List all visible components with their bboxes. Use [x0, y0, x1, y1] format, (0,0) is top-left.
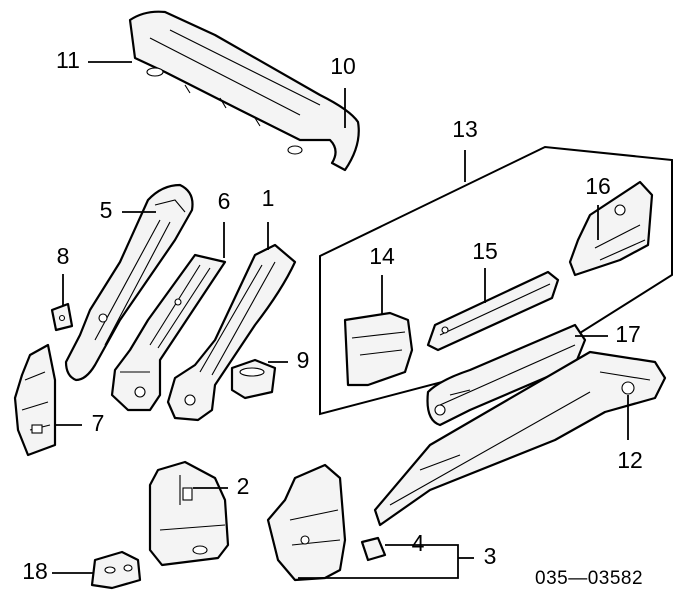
sill-reinforcement-part — [343, 311, 414, 387]
center-pillar-inner-part — [110, 253, 227, 412]
center-pillar-outer-part — [166, 243, 297, 422]
callout-10: 10 — [330, 53, 356, 79]
front-pillar-part — [64, 183, 194, 382]
gusset-part — [230, 358, 277, 400]
callout-16: 16 — [585, 173, 611, 199]
callout-14: 14 — [369, 243, 395, 269]
callout-11: 11 — [56, 47, 80, 73]
inner-sill-part — [426, 323, 587, 427]
mount-bracket-part — [90, 550, 142, 590]
small-bracket-part — [50, 302, 74, 332]
callout-15: 15 — [472, 238, 498, 264]
callout-13: 13 — [452, 116, 478, 142]
wheel-arch-part — [266, 463, 347, 582]
outer-sill-part — [373, 350, 667, 527]
callout-12: 12 — [617, 447, 643, 473]
side-sill-assembly-frame — [319, 145, 673, 416]
callout-4: 4 — [412, 530, 425, 556]
sill-plate-part — [426, 270, 560, 352]
callout-3: 3 — [484, 543, 497, 569]
sill-bracket-part — [568, 180, 654, 277]
callout-2: 2 — [237, 473, 250, 499]
callout-6: 6 — [218, 188, 231, 214]
callout-8: 8 — [57, 243, 70, 269]
leader-lines — [52, 61, 629, 579]
callout-5: 5 — [100, 197, 113, 223]
pillar-base-part — [148, 460, 230, 567]
small-clip-part — [360, 536, 387, 562]
roof-rail-part — [128, 10, 360, 172]
diagram-code: 035—03582 — [535, 568, 643, 589]
callout-1: 1 — [262, 185, 275, 211]
callout-7: 7 — [92, 410, 105, 436]
callout-18: 18 — [22, 558, 48, 584]
callout-9: 9 — [297, 347, 310, 373]
callout-17: 17 — [615, 321, 641, 347]
lower-front-pillar-part — [13, 343, 57, 457]
